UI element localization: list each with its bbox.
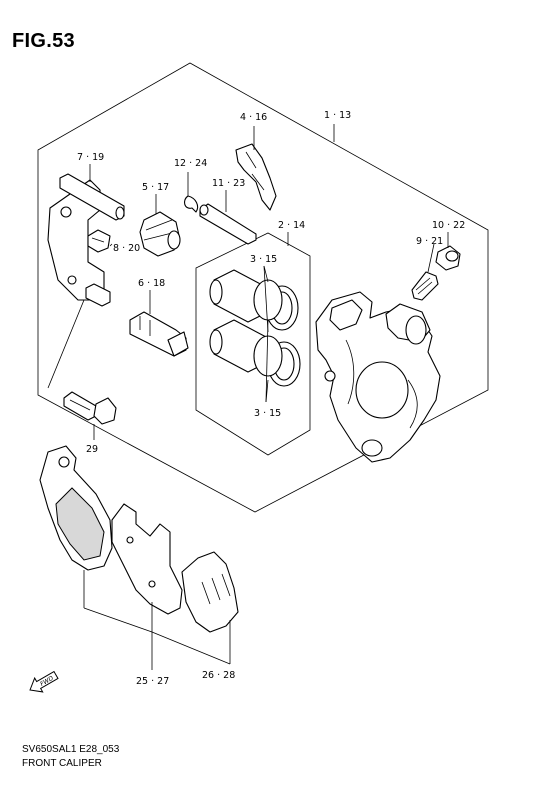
label-2-14: 2 · 14: [278, 220, 305, 231]
assembly-frame: [37, 62, 489, 513]
anti-rattle-shim[interactable]: [181, 551, 239, 633]
label-9-21: 9 · 21: [416, 236, 443, 247]
label-7-19: 7 · 19: [77, 152, 104, 163]
label-29: 29: [86, 444, 98, 455]
bleeder-cap[interactable]: [435, 245, 461, 271]
label-10-22: 10 · 22: [432, 220, 465, 231]
boot-part[interactable]: [139, 211, 181, 257]
bleeder-valve[interactable]: [411, 271, 439, 301]
pad-pin[interactable]: [199, 203, 257, 245]
label-6-18: 6 · 18: [138, 278, 165, 289]
figure-title: FIG.53: [12, 30, 75, 52]
fwd-arrow-icon: FWD: [29, 670, 59, 693]
label-8-20: 8 · 20: [113, 243, 140, 254]
pad-shim-plate[interactable]: [111, 503, 183, 615]
label-26-28: 26 · 28: [202, 670, 235, 681]
figure-code: SV650SAL1 E28_053: [22, 744, 120, 755]
figure-name: FRONT CALIPER: [22, 758, 102, 769]
brake-pad[interactable]: [39, 445, 113, 571]
label-3-15-top: 3 · 15: [250, 254, 277, 265]
label-25-27: 25 · 27: [136, 676, 169, 687]
leader-lines: [47, 124, 449, 670]
label-3-15-bottom: 3 · 15: [254, 408, 281, 419]
split-pin[interactable]: [183, 195, 199, 213]
piston-lower[interactable]: [209, 319, 301, 387]
label-12-24: 12 · 24: [174, 158, 207, 169]
sleeve-boot-part[interactable]: [129, 311, 189, 357]
piston-subframe: [195, 232, 311, 456]
label-1-13: 1 · 13: [324, 110, 351, 121]
label-4-16: 4 · 16: [240, 112, 267, 123]
label-5-17: 5 · 17: [142, 182, 169, 193]
piston-upper[interactable]: [209, 269, 299, 331]
mounting-bolt[interactable]: [63, 391, 117, 425]
pad-spring-clip[interactable]: [87, 229, 111, 253]
pad-spring[interactable]: [235, 143, 277, 211]
label-11-23: 11 · 23: [212, 178, 245, 189]
caliper-body[interactable]: [315, 291, 441, 463]
caliper-bracket[interactable]: [47, 173, 125, 307]
